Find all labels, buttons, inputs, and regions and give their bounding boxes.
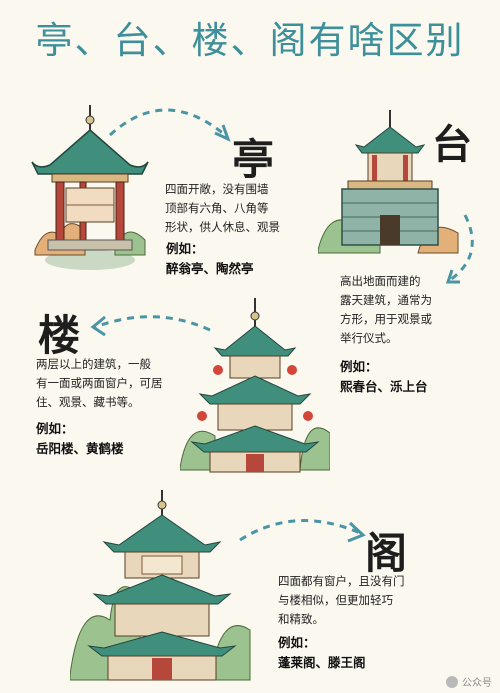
dashed-arrow-icon xyxy=(445,214,474,284)
terrace-illustration xyxy=(318,110,459,254)
lou-char: 楼 xyxy=(38,311,81,360)
wechat-icon xyxy=(446,675,458,688)
dashed-arrow-icon xyxy=(239,519,366,543)
tai-desc: 高出地面而建的 露天建筑，通常为 方形，用于观景或 举行仪式。 xyxy=(340,274,432,345)
attic-illustration xyxy=(70,490,251,681)
ting-char: 亭 xyxy=(232,135,275,184)
ge-example-label: 例如： xyxy=(278,635,316,650)
watermark: 公众号 xyxy=(446,674,492,689)
tower-illustration xyxy=(180,298,330,473)
ting-desc: 四面开敞，没有围墙 顶部有六角、八角等 形状，供人休息、观景 xyxy=(165,182,280,234)
ting-example-label: 例如： xyxy=(166,241,204,256)
watermark-text: 公众号 xyxy=(462,678,492,689)
ge-desc: 四面都有窗户，且没有门 与楼相似，但更加轻巧 和精致。 xyxy=(278,574,405,626)
tai-example: 熙春台、泺上台 xyxy=(340,379,428,394)
dashed-arrow-icon xyxy=(90,315,211,337)
tai-char: 台 xyxy=(432,121,472,168)
page-title: 亭、台、楼、阁有啥区别 xyxy=(35,19,465,62)
lou-example: 岳阳楼、黄鹤楼 xyxy=(36,441,124,456)
ting-example: 醉翁亭、陶然亭 xyxy=(166,261,254,276)
tai-example-label: 例如： xyxy=(340,359,378,374)
lou-desc: 两层以上的建筑，一般 有一面或两面窗户，可居 住、观景、藏书等。 xyxy=(36,357,163,409)
dashed-arrow-icon xyxy=(108,108,231,142)
ge-example: 蓬莱阁、滕王阁 xyxy=(278,655,366,670)
pavilion-illustration xyxy=(31,105,149,270)
ge-char: 阁 xyxy=(365,529,408,578)
lou-example-label: 例如： xyxy=(36,421,74,436)
